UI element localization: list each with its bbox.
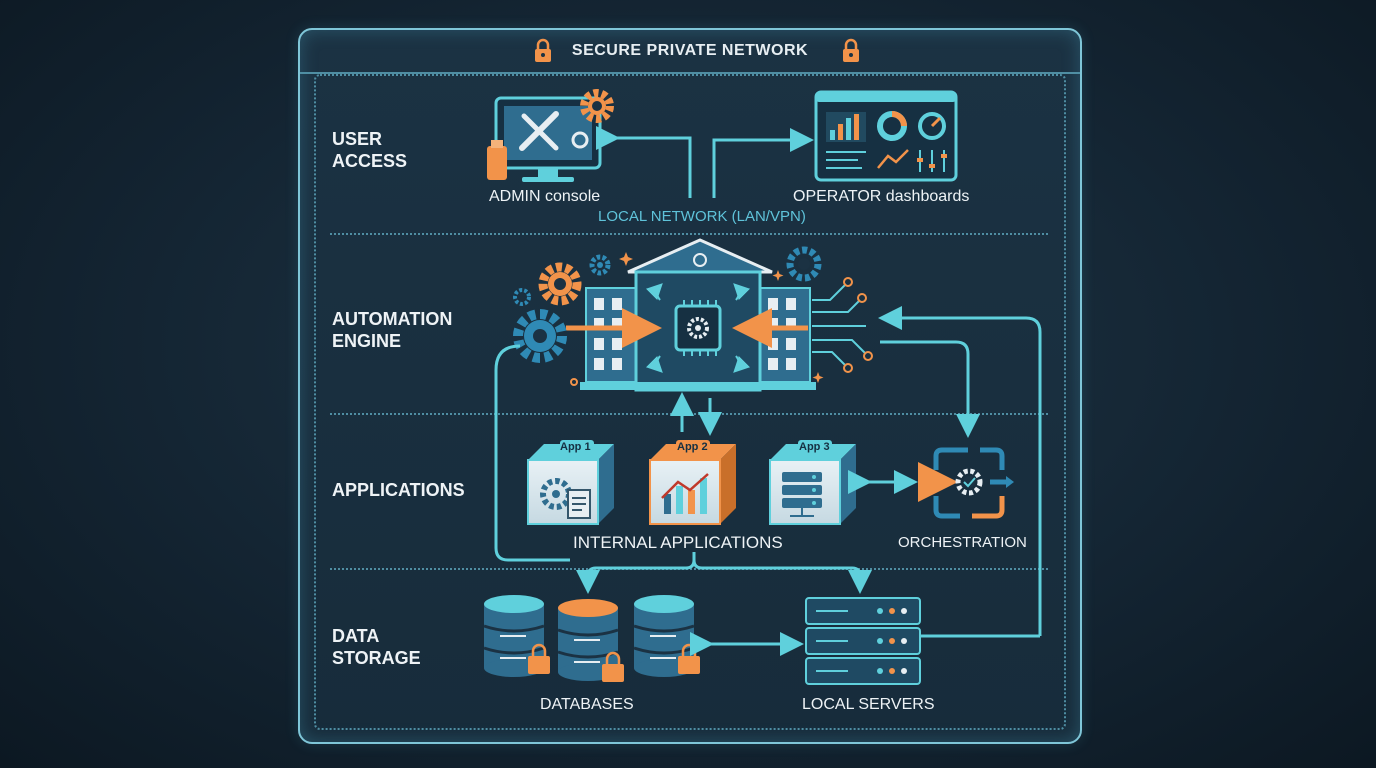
gear-icon bbox=[589, 254, 611, 276]
row-label-data-storage: DATA STORAGE bbox=[332, 626, 421, 668]
orchestration-label: ORCHESTRATION bbox=[898, 534, 1027, 551]
gear-icon bbox=[580, 89, 614, 123]
app3-label: App 3 bbox=[799, 441, 830, 453]
internal-applications-label: INTERNAL APPLICATIONS bbox=[573, 533, 783, 552]
lock-icon bbox=[535, 38, 551, 62]
local-servers-label: LOCAL SERVERS bbox=[802, 696, 935, 713]
operator-dashboard-icon bbox=[814, 90, 958, 182]
panel-title: SECURE PRIVATE NETWORK bbox=[571, 42, 809, 59]
app2-cube bbox=[649, 440, 736, 525]
chip-icon bbox=[674, 300, 722, 356]
admin-console-label: ADMIN console bbox=[489, 188, 601, 205]
local-network-label: LOCAL NETWORK (LAN/VPN) bbox=[598, 208, 806, 225]
server-icon bbox=[782, 472, 822, 517]
admin-console-icon bbox=[487, 96, 602, 182]
sparkle-decoration bbox=[619, 252, 824, 383]
orchestration-cycle-icon bbox=[918, 447, 1014, 519]
row-label-user-access: USER ACCESS bbox=[332, 129, 408, 171]
app1-cube bbox=[527, 440, 614, 525]
app1-label: App 1 bbox=[560, 441, 591, 453]
row-label-automation-engine: AUTOMATION ENGINE bbox=[332, 309, 453, 351]
gear-icon bbox=[538, 262, 582, 306]
row-divider bbox=[330, 233, 1048, 235]
inner-border bbox=[314, 74, 1066, 730]
lock-icon bbox=[843, 38, 859, 62]
gear-icon bbox=[513, 309, 567, 363]
app2-label: App 2 bbox=[677, 441, 708, 453]
app3-cube bbox=[769, 440, 856, 525]
operator-dashboards-label: OPERATOR dashboards bbox=[793, 188, 970, 205]
circuit-lines bbox=[812, 283, 867, 367]
gear-icon bbox=[513, 288, 531, 306]
lock-icon bbox=[528, 643, 700, 682]
databases-label: DATABASES bbox=[540, 696, 634, 713]
gear-icon bbox=[786, 246, 822, 282]
local-servers-icon bbox=[805, 597, 921, 685]
row-label-applications: APPLICATIONS bbox=[332, 480, 465, 500]
panel-header: SECURE PRIVATE NETWORK bbox=[300, 30, 1080, 74]
